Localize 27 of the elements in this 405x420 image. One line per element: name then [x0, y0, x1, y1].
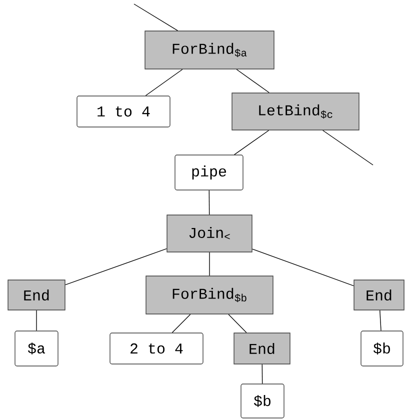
- operator-box: LetBind$_{$c}$: [232, 92, 360, 130]
- tree-edge: [236, 69, 270, 93]
- value-box: 1 to 4: [76, 96, 170, 128]
- tree-edge: [322, 130, 374, 166]
- tree-edge: [172, 314, 191, 333]
- tree-edge: [380, 310, 382, 331]
- tree-edge: [65, 248, 167, 286]
- operator-box: End: [234, 332, 290, 364]
- value-box: pipe: [174, 154, 244, 190]
- operator-box: End: [8, 280, 66, 310]
- tree-edge: [134, 4, 178, 31]
- tree-edge: [262, 364, 263, 384]
- tree-edge: [145, 69, 183, 96]
- value-box: 2 to 4: [110, 332, 204, 364]
- tree-edge: [252, 248, 354, 286]
- tree-edge: [228, 314, 247, 333]
- operator-box: Join$_{<}$: [166, 214, 252, 252]
- tree-edge: [234, 130, 270, 155]
- tree-edge: [36, 310, 37, 331]
- value-box: $b: [360, 330, 404, 366]
- operator-box: End: [354, 280, 404, 310]
- operator-box: ForBind$_{$b}$: [146, 276, 274, 314]
- value-box: $b: [240, 384, 284, 418]
- tree-edge: [208, 190, 210, 215]
- value-box: $a: [14, 330, 58, 366]
- operator-box: ForBind$_{$a}$: [144, 30, 274, 70]
- tree-edge: [209, 252, 210, 276]
